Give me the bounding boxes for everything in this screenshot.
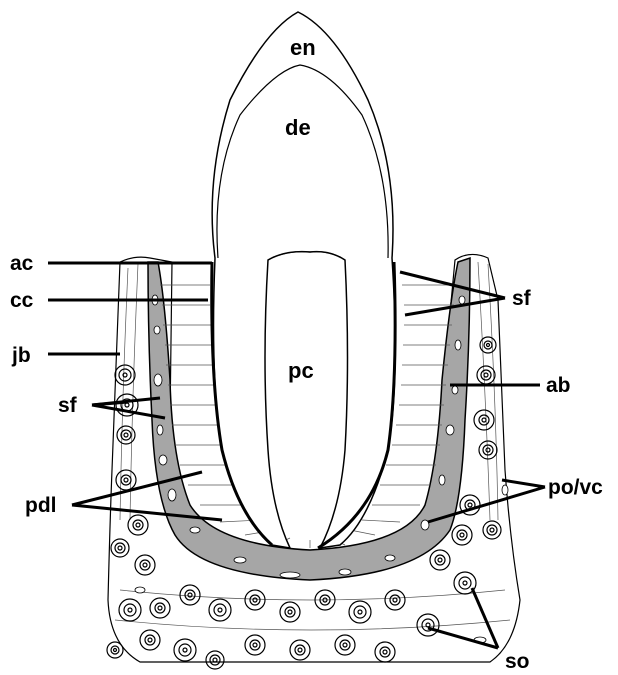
osteon — [474, 410, 494, 430]
osteon — [209, 599, 231, 621]
label-sf-left: sf — [58, 394, 78, 417]
osteon — [150, 598, 170, 618]
label-jb: jb — [11, 344, 31, 367]
osteon — [417, 614, 439, 636]
label-po-vc: po/vc — [548, 476, 603, 499]
osteon — [335, 635, 355, 655]
label-en: en — [290, 35, 316, 60]
osteon — [477, 366, 495, 384]
osteon — [135, 555, 155, 575]
osteon — [375, 642, 395, 662]
label-pdl: pdl — [25, 494, 57, 517]
osteon — [140, 630, 160, 650]
tooth-outline — [212, 12, 395, 548]
osteon — [174, 639, 196, 661]
osteon — [117, 426, 135, 444]
label-de: de — [285, 115, 311, 140]
osteon — [385, 590, 405, 610]
osteon — [116, 470, 136, 490]
osteon — [180, 585, 200, 605]
label-sf-right: sf — [512, 287, 532, 310]
label-ab: ab — [546, 374, 571, 397]
osteon — [483, 521, 501, 539]
osteon — [115, 365, 135, 385]
osteon — [107, 642, 123, 658]
osteon — [245, 590, 265, 610]
osteon — [280, 602, 300, 622]
osteon — [128, 515, 148, 535]
label-so: so — [505, 650, 530, 673]
pdl-fibres — [160, 285, 456, 548]
label-pc: pc — [288, 358, 314, 383]
osteon — [290, 640, 310, 660]
osteon — [206, 651, 224, 669]
label-cc: cc — [10, 289, 34, 312]
osteon — [479, 441, 497, 459]
osteon — [349, 601, 371, 623]
osteon — [452, 525, 472, 545]
osteon — [111, 539, 129, 557]
osteon — [119, 599, 141, 621]
label-ac: ac — [10, 252, 34, 275]
osteon — [430, 550, 450, 570]
osteon — [245, 635, 265, 655]
